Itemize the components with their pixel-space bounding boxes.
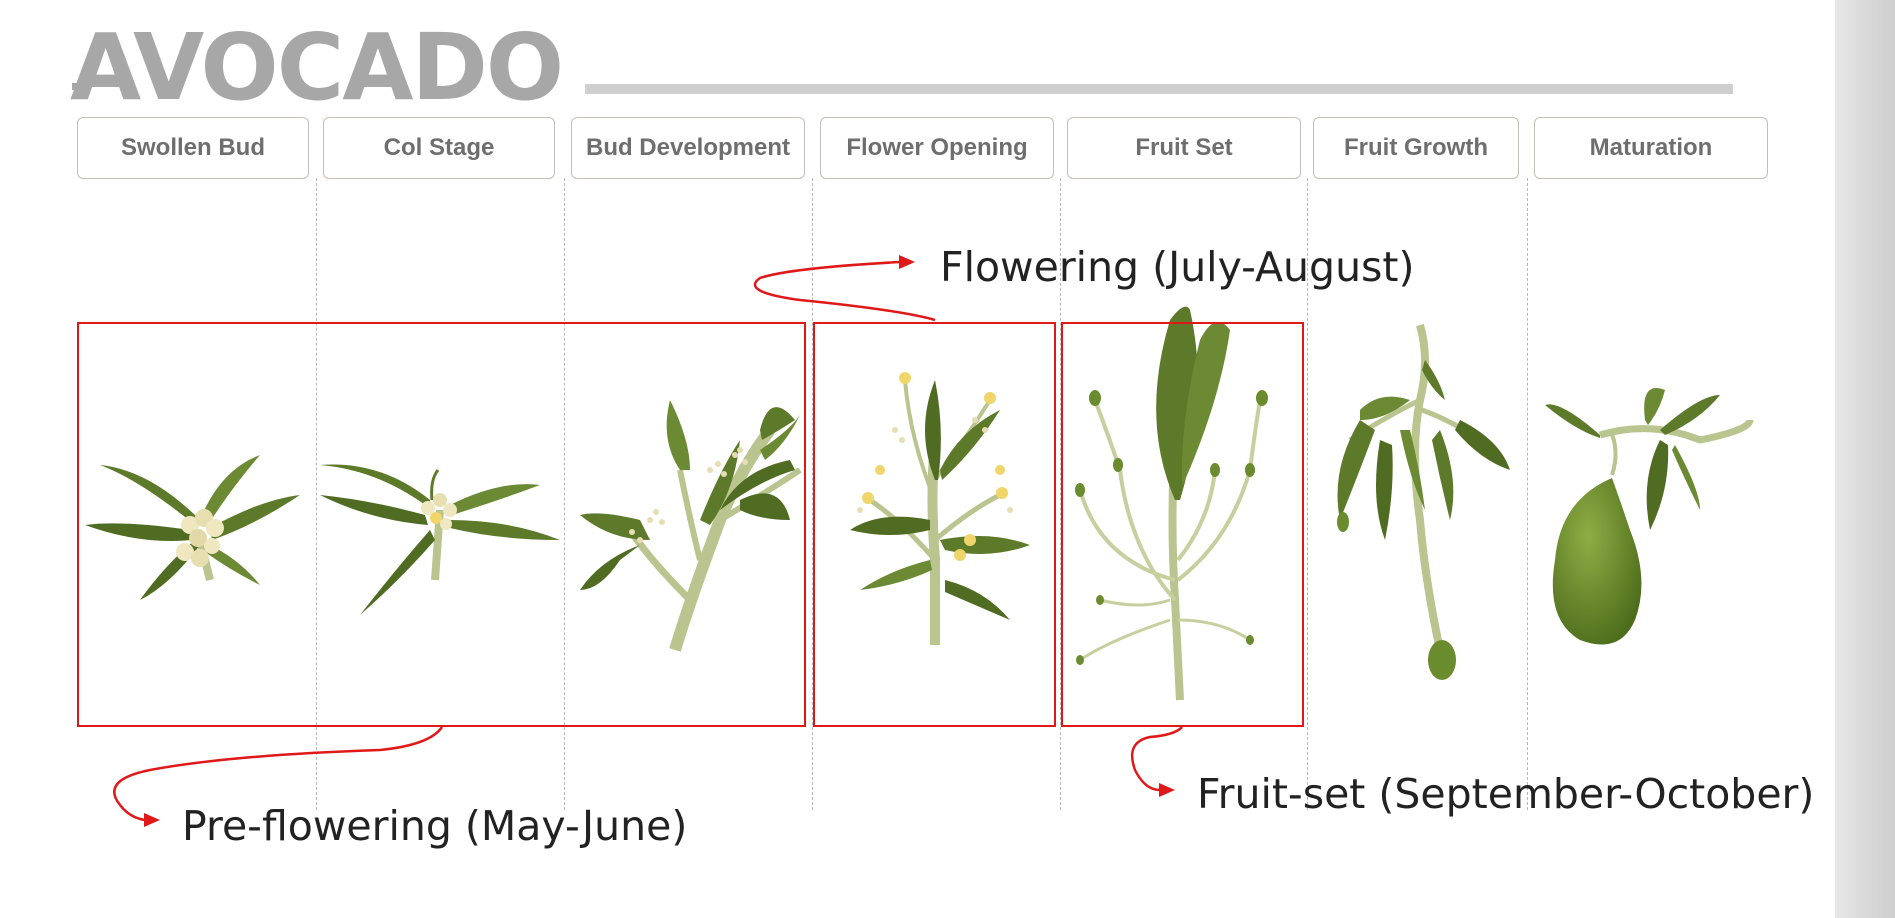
diagram-panel: AVOCADO Swollen Bud Col Stage Bud Develo…	[0, 0, 1835, 918]
fruit-set-arrowhead	[1159, 783, 1175, 797]
background-edge	[1835, 0, 1895, 918]
fruit-set-arrow	[1132, 727, 1182, 790]
pre-flowering-arrowhead	[144, 813, 160, 827]
fruit-set-label: Fruit-set (September-October)	[1197, 770, 1814, 818]
flowering-label: Flowering (July-August)	[940, 243, 1414, 291]
flowering-arrowhead	[899, 255, 915, 269]
pre-flowering-label: Pre-flowering (May-June)	[182, 802, 687, 850]
flowering-arrow	[755, 262, 935, 320]
